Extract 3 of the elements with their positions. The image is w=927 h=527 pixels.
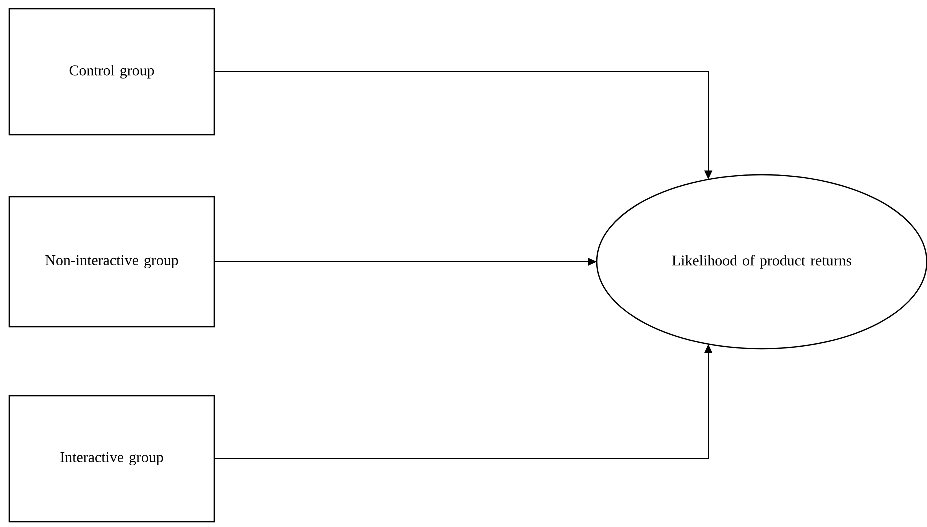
group-box: Interactive group — [8, 395, 216, 523]
group-box: Non-interactive group — [8, 196, 216, 328]
group-box: Control group — [8, 8, 216, 136]
